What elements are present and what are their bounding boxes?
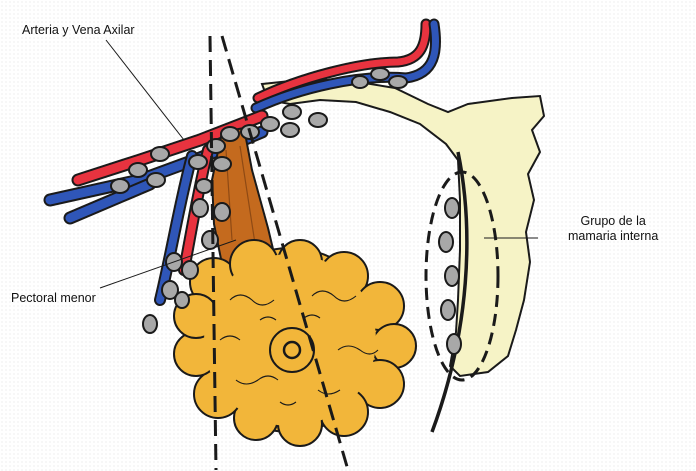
leader-axillary-vessels — [106, 40, 184, 140]
label-internal-mammary-line2: mamaria interna — [568, 229, 658, 244]
label-axillary-vessels: Arteria y Vena Axilar — [22, 23, 135, 38]
nipple — [284, 342, 300, 358]
label-internal-mammary-group: Grupo de la mamaria interna — [568, 214, 658, 244]
label-internal-mammary-line1: Grupo de la — [568, 214, 658, 229]
label-pectoralis-minor: Pectoral menor — [11, 291, 96, 306]
